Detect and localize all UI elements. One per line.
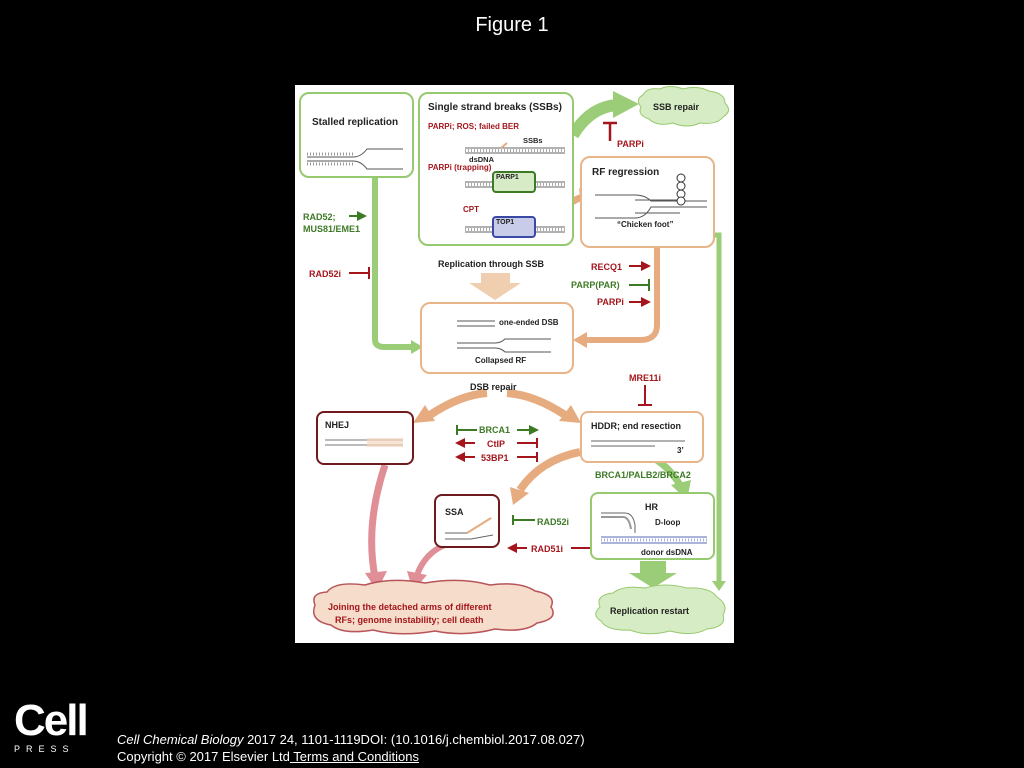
pathway-diagram: Stalled replication Single strand breaks… (299, 86, 729, 635)
top1-protein (492, 216, 536, 238)
ssb-box: Single strand breaks (SSBs) PARPi; ROS; … (418, 92, 574, 246)
parp1-protein (492, 171, 536, 193)
rf-regression-title: RF regression (592, 167, 659, 178)
nhej-box: NHEJ (316, 411, 414, 465)
rf-regression-box: RF regression “Chicken foot” (580, 156, 715, 248)
nhej-title: NHEJ (325, 420, 349, 430)
recq1-label: RECQ1 (591, 262, 622, 272)
hddr-3prime: 3’ (677, 446, 684, 455)
figure-panel: Stalled replication Single strand breaks… (295, 85, 734, 643)
logo-word: Cell (14, 696, 89, 745)
parp-par-label: PARP(PAR) (571, 280, 620, 290)
citation-block: Cell Chemical Biology 2017 24, 1101-1119… (117, 731, 585, 765)
cell-death-cloud: Joining the detached arms of different R… (313, 579, 554, 635)
hr-box: HR D-loop donor dsDNA (590, 492, 715, 560)
replication-restart-cloud: Replication restart (595, 584, 726, 635)
rad51i-label: RAD51i (531, 544, 563, 554)
hddr-box: HDDR; end resection 3’ (580, 411, 704, 463)
ssb-title: Single strand breaks (SSBs) (428, 102, 562, 113)
parp-par-inhibit (629, 279, 650, 291)
collapsed-rf-box: one-ended DSB Collapsed RF (420, 302, 574, 374)
ssa-box: SSA (434, 494, 500, 548)
death-line-1: Joining the detached arms of different (328, 602, 492, 612)
rad52-label: RAD52; (303, 212, 336, 222)
slide-title: Figure 1 (475, 14, 549, 36)
hddr-title: HDDR; end resection (591, 421, 681, 431)
mre11i-inhibit (638, 385, 652, 406)
cell-press-logo: Cell PRESS (14, 696, 89, 755)
parp1-label: PARP1 (496, 174, 519, 181)
brca-palb-label: BRCA1/PALB2/BRCA2 (595, 470, 691, 480)
rad52i-ssa-inhibit (512, 515, 535, 525)
stalled-replication-box: Stalled replication (299, 92, 414, 178)
trapping-label: PARPi (trapping) (428, 163, 492, 172)
cpt-label: CPT (463, 205, 479, 214)
mus81-label: MUS81/EME1 (303, 224, 360, 234)
terms-link[interactable]: Terms and Conditions (289, 749, 420, 764)
ssa-title: SSA (445, 507, 464, 517)
citation-text: 2017 24, 1101-1119DOI: (10.1016/j.chembi… (243, 732, 585, 747)
copyright-text: Copyright © 2017 Elsevier Ltd (117, 749, 290, 764)
parpi-top-inhibitor: PARPi (603, 121, 644, 149)
hr-title: HR (645, 502, 658, 512)
parpi-top-label: PARPi (617, 139, 644, 149)
parpi-mid-label: PARPi (597, 297, 624, 307)
mre11i-label: MRE11i (629, 373, 661, 383)
top1-label: TOP1 (496, 219, 514, 226)
rep-through-ssb-label: Replication through SSB (438, 259, 545, 269)
restart-label: Replication restart (610, 606, 689, 616)
hr-dloop-label: D-loop (655, 518, 680, 527)
rad51i-inhibit (571, 543, 594, 553)
chicken-foot-label: “Chicken foot” (617, 220, 673, 229)
rad52i-left-label: RAD52i (309, 269, 341, 279)
ssb-repair-label: SSB repair (653, 102, 700, 112)
ssb-causes: PARPi; ROS; failed BER (428, 122, 519, 131)
ssb-repair-cloud: SSB repair (637, 86, 729, 127)
dsb-repair-label: DSB repair (470, 382, 517, 392)
journal-name: Cell Chemical Biology (117, 732, 244, 747)
ctip-label: CtIP (487, 439, 505, 449)
end-resection-regulators: BRCA1 CtIP 53BP1 (455, 425, 539, 463)
hr-donor-label: donor dsDNA (641, 548, 693, 557)
stalled-title: Stalled replication (312, 117, 398, 128)
rad52i-left-inhibit (349, 267, 370, 279)
ssbs-label: SSBs (523, 136, 543, 145)
rad52i-ssa-label: RAD52i (537, 517, 569, 527)
53bp1-label: 53BP1 (481, 453, 509, 463)
death-line-2: RFs; genome instability; cell death (335, 615, 484, 625)
dsdna-label: dsDNA (469, 155, 495, 164)
brca1-label: BRCA1 (479, 425, 510, 435)
collapsed-rf-label: Collapsed RF (475, 356, 526, 365)
logo-press: PRESS (14, 744, 75, 754)
one-ended-dsb-label: one-ended DSB (499, 318, 559, 327)
